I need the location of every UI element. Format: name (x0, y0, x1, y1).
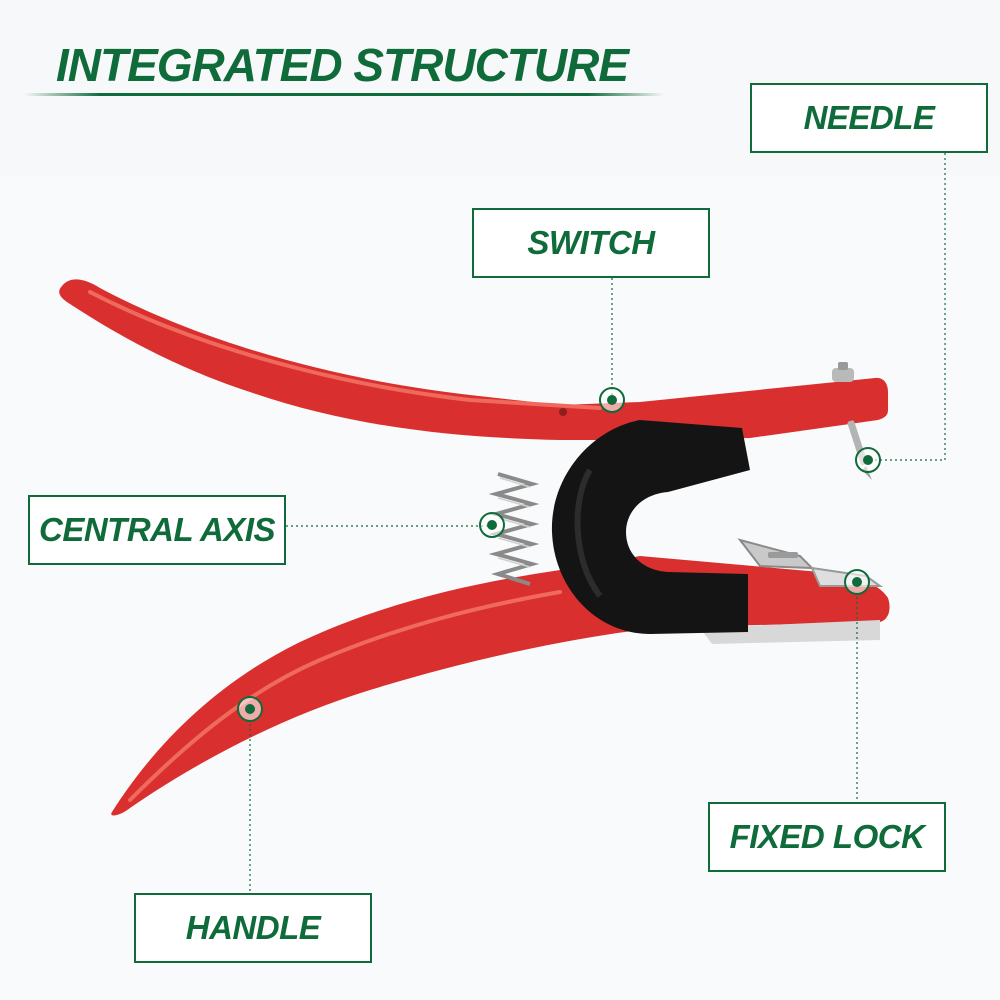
marker-central-axis (479, 512, 505, 538)
upper-handle-highlight (88, 290, 602, 410)
jaw-hub (551, 420, 750, 634)
jaw-hub-shine (574, 468, 603, 598)
page-title: INTEGRATED STRUCTURE (56, 39, 629, 91)
spring-shadow (497, 477, 531, 568)
marker-needle (855, 447, 881, 473)
upper-handle (59, 279, 889, 440)
marker-handle (237, 696, 263, 722)
lower-handle-highlight (128, 590, 562, 802)
leader-needle (868, 153, 946, 461)
label-switch: SWITCH (472, 208, 710, 278)
marker-switch (599, 387, 625, 413)
label-needle: NEEDLE (750, 83, 988, 153)
rivet (559, 408, 567, 416)
label-handle: HANDLE (134, 893, 372, 963)
label-central-axis: CENTRAL AXIS (28, 495, 286, 565)
title-underline (24, 93, 664, 96)
label-fixed-lock: FIXED LOCK (708, 802, 946, 872)
leader-lines (249, 153, 946, 893)
marker-fixed-lock (844, 569, 870, 595)
